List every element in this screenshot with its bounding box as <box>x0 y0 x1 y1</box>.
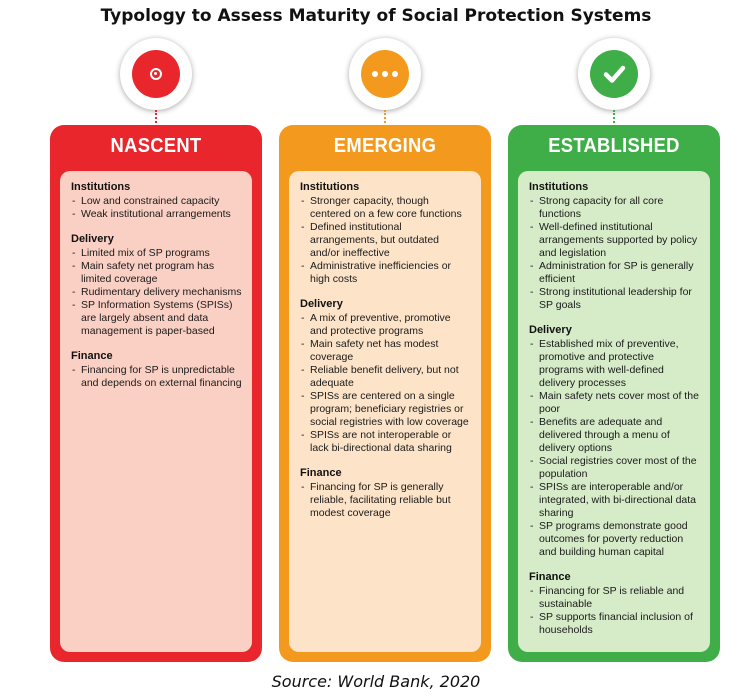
section-heading: Finance <box>71 350 113 362</box>
section-finance: FinanceFinancing for SP is unpredictable… <box>71 350 242 390</box>
connector-line <box>384 110 386 127</box>
section-delivery: DeliveryEstablished mix of preventive, p… <box>529 324 700 559</box>
list-item: A mix of preventive, promotive and prote… <box>300 312 471 338</box>
list-item: Financing for SP is reliable and sustain… <box>529 585 700 611</box>
section-institutions: InstitutionsLow and constrained capacity… <box>71 181 242 221</box>
section-heading: Delivery <box>529 324 572 336</box>
list-item: Low and constrained capacity <box>71 195 242 208</box>
list-item: Financing for SP is generally reliable, … <box>300 481 471 520</box>
list-item: Administrative inefficiencies or high co… <box>300 260 471 286</box>
list-item: Social registries cover most of the popu… <box>529 455 700 481</box>
badge-established <box>578 38 650 110</box>
list-item: Main safety net has modest coverage <box>300 338 471 364</box>
list-item: Benefits are adequate and delivered thro… <box>529 416 700 455</box>
list-item: Reliable benefit delivery, but not adequ… <box>300 364 471 390</box>
source-caption: Source: World Bank, 2020 <box>271 672 481 691</box>
list-item: Rudimentary delivery mechanisms <box>71 286 242 299</box>
list-item: Financing for SP is unpredictable and de… <box>71 364 242 390</box>
list-item: Defined institutional arrangements, but … <box>300 221 471 260</box>
list-item: Limited mix of SP programs <box>71 247 242 260</box>
list-item: Stronger capacity, though centered on a … <box>300 195 471 221</box>
badge-emerging <box>349 38 421 110</box>
list-item: SPISs are interoperable and/or integrate… <box>529 481 700 520</box>
checkmark-icon <box>590 50 638 98</box>
list-item: Established mix of preventive, promotive… <box>529 338 700 390</box>
list-item: SP Information Systems (SPISs) are large… <box>71 299 242 338</box>
card-established: ESTABLISHED InstitutionsStrong capacity … <box>508 125 720 662</box>
column-emerging: EMERGING InstitutionsStronger capacity, … <box>279 0 491 700</box>
section-finance: FinanceFinancing for SP is generally rel… <box>300 467 471 520</box>
section-institutions: InstitutionsStrong capacity for all core… <box>529 181 700 312</box>
list-item: Main safety nets cover most of the poor <box>529 390 700 416</box>
section-heading: Delivery <box>300 298 343 310</box>
list-item: SP supports financial inclusion of house… <box>529 611 700 637</box>
section-heading: Delivery <box>71 233 114 245</box>
section-heading: Institutions <box>300 181 360 193</box>
record-dot-icon <box>132 50 180 98</box>
list-item: Strong capacity for all core functions <box>529 195 700 221</box>
list-item: SPISs are not interoperable or lack bi-d… <box>300 429 471 455</box>
ellipsis-icon <box>361 50 409 98</box>
card-nascent: NASCENT InstitutionsLow and constrained … <box>50 125 262 662</box>
list-item: SPISs are centered on a single program; … <box>300 390 471 429</box>
connector-line <box>155 110 157 127</box>
card-body: InstitutionsStrong capacity for all core… <box>518 171 710 652</box>
column-nascent: NASCENT InstitutionsLow and constrained … <box>50 0 262 700</box>
list-item: Main safety net program has limited cove… <box>71 260 242 286</box>
section-delivery: Delivery A mix of preventive, promotive a… <box>300 298 471 455</box>
connector-line <box>613 110 615 127</box>
section-heading: Finance <box>300 467 342 479</box>
badge-nascent <box>120 38 192 110</box>
card-heading: EMERGING <box>333 135 437 157</box>
page-title: Typology to Assess Maturity of Social Pr… <box>100 6 652 26</box>
section-finance: FinanceFinancing for SP is reliable and … <box>529 571 700 637</box>
card-heading: ESTABLISHED <box>548 135 680 157</box>
card-body: InstitutionsLow and constrained capacity… <box>60 171 252 652</box>
section-heading: Institutions <box>71 181 131 193</box>
section-institutions: InstitutionsStronger capacity, though ce… <box>300 181 471 286</box>
column-established: ESTABLISHED InstitutionsStrong capacity … <box>508 0 720 700</box>
list-item: Well-defined institutional arrangements … <box>529 221 700 260</box>
list-item: Administration for SP is generally effic… <box>529 260 700 286</box>
card-body: InstitutionsStronger capacity, though ce… <box>289 171 481 652</box>
section-heading: Institutions <box>529 181 589 193</box>
list-item: Strong institutional leadership for SP g… <box>529 286 700 312</box>
card-heading: NASCENT <box>110 135 202 157</box>
list-item: Weak institutional arrangements <box>71 208 242 221</box>
list-item: SP programs demonstrate good outcomes fo… <box>529 520 700 559</box>
card-emerging: EMERGING InstitutionsStronger capacity, … <box>279 125 491 662</box>
section-heading: Finance <box>529 571 571 583</box>
section-delivery: DeliveryLimited mix of SP programsMain s… <box>71 233 242 338</box>
